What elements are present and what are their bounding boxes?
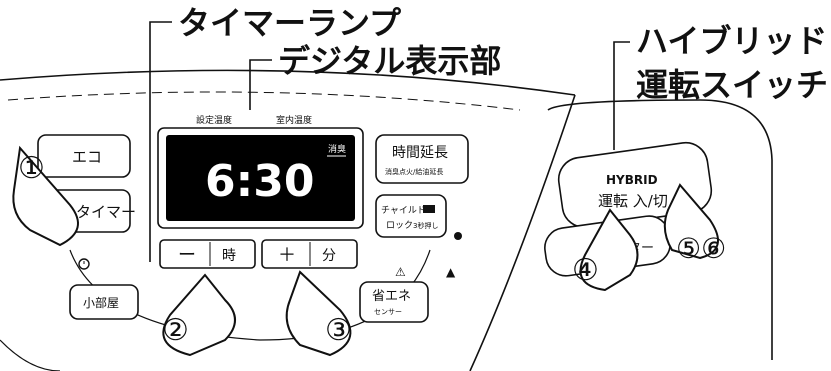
hand-step-4: ④ bbox=[572, 208, 639, 292]
energy-save-sublabel: センサー bbox=[374, 308, 402, 316]
right-housing-edge bbox=[547, 99, 773, 360]
extend-button-label: 時間延長 bbox=[392, 145, 448, 161]
timer-lamp-callout: タイマーランプ bbox=[178, 4, 402, 42]
hand-step-5-6: ⑤⑥ bbox=[663, 183, 726, 265]
lamp-dot bbox=[454, 232, 462, 240]
hybrid-leader bbox=[613, 41, 630, 150]
panel-top-edge bbox=[0, 69, 576, 96]
display-time: 6:30 bbox=[205, 156, 314, 207]
digital-display-leader bbox=[249, 59, 272, 110]
hour-minus-sign: ー bbox=[178, 245, 196, 266]
step-3-number: ③ bbox=[325, 313, 352, 348]
timer-lamp-leader bbox=[149, 21, 172, 262]
hybrid-callout-line2: 運転スイッチ bbox=[636, 66, 828, 104]
hand-step-2: ② bbox=[162, 273, 236, 357]
digital-display-callout: デジタル表示部 bbox=[278, 42, 501, 80]
deodorize-indicator: 消臭 bbox=[328, 143, 346, 155]
hybrid-logo: HYBRID bbox=[606, 173, 658, 187]
eco-button[interactable] bbox=[37, 134, 131, 178]
extend-button[interactable] bbox=[375, 134, 469, 184]
hybrid-callout-line1: ハイブリッド bbox=[636, 22, 827, 60]
energy-save-label: 省エネ bbox=[372, 289, 411, 304]
hour-label: 時 bbox=[222, 248, 236, 264]
sensor-icon: ⚠ bbox=[395, 265, 406, 279]
timer-lamp-icon bbox=[78, 258, 90, 270]
digital-display bbox=[166, 135, 355, 221]
energy-save-button[interactable] bbox=[359, 281, 429, 323]
hand-step-3: ③ bbox=[285, 270, 352, 357]
step-2-number: ② bbox=[162, 313, 189, 348]
extend-button-sublabel: 消臭点火/給油延長 bbox=[385, 167, 443, 176]
step-1-number: ① bbox=[18, 151, 45, 186]
minute-label: 分 bbox=[322, 248, 336, 264]
person-icon: ▲ bbox=[446, 265, 456, 279]
minute-plus-sign: ＋ bbox=[278, 245, 296, 266]
panel-right-edge bbox=[469, 94, 576, 371]
room-temp-label: 室内温度 bbox=[276, 114, 312, 126]
small-room-button[interactable] bbox=[69, 284, 139, 320]
step-5-6-number: ⑤⑥ bbox=[676, 232, 726, 265]
timer-button-label: タイマー bbox=[76, 203, 136, 221]
set-temp-label: 設定温度 bbox=[196, 114, 232, 126]
child-lock-sublabel: 3秒押し bbox=[413, 221, 438, 230]
hand-step-1: ① bbox=[12, 145, 79, 247]
step-4-number: ④ bbox=[572, 253, 599, 288]
child-lock-line2: ロック bbox=[386, 220, 413, 231]
hybrid-button-label: 運転 入/切 bbox=[598, 192, 668, 210]
eco-button-label: エコ bbox=[72, 148, 102, 166]
child-lock-label: チャイルド bbox=[381, 205, 426, 216]
panel-bottom-curve bbox=[0, 339, 61, 371]
small-room-label: 小部屋 bbox=[83, 295, 119, 310]
key-icon bbox=[423, 205, 435, 213]
panel-dashed-line bbox=[7, 91, 521, 111]
hour-button[interactable] bbox=[159, 239, 256, 269]
